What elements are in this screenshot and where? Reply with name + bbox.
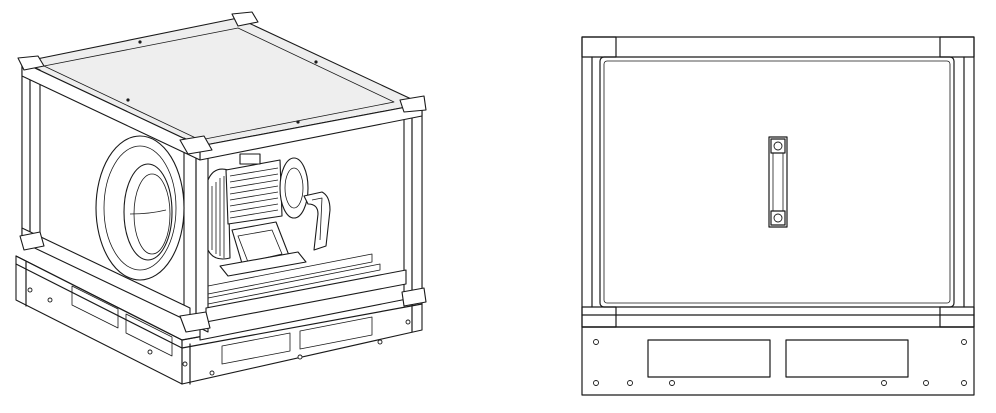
base-opening-left xyxy=(647,339,771,378)
access-panel xyxy=(599,56,955,308)
corner-block-top-right xyxy=(939,36,975,58)
floor-rails xyxy=(207,253,381,305)
motor-bracket xyxy=(219,221,307,277)
motor xyxy=(225,153,309,225)
corner-block-bottom-right xyxy=(939,306,975,328)
housing-frame xyxy=(17,11,427,341)
panel-handle xyxy=(768,136,788,228)
inlet-cone xyxy=(95,135,185,281)
isometric-view xyxy=(15,11,427,385)
front-elevation-view xyxy=(581,36,975,396)
belt-guard xyxy=(303,191,331,251)
corner-block-top-left xyxy=(581,36,617,58)
base-skid-front xyxy=(581,326,975,396)
corner-block-bottom-left xyxy=(581,306,617,328)
outer-frame xyxy=(581,36,975,328)
impeller xyxy=(207,168,231,260)
base-opening-right xyxy=(785,339,909,378)
